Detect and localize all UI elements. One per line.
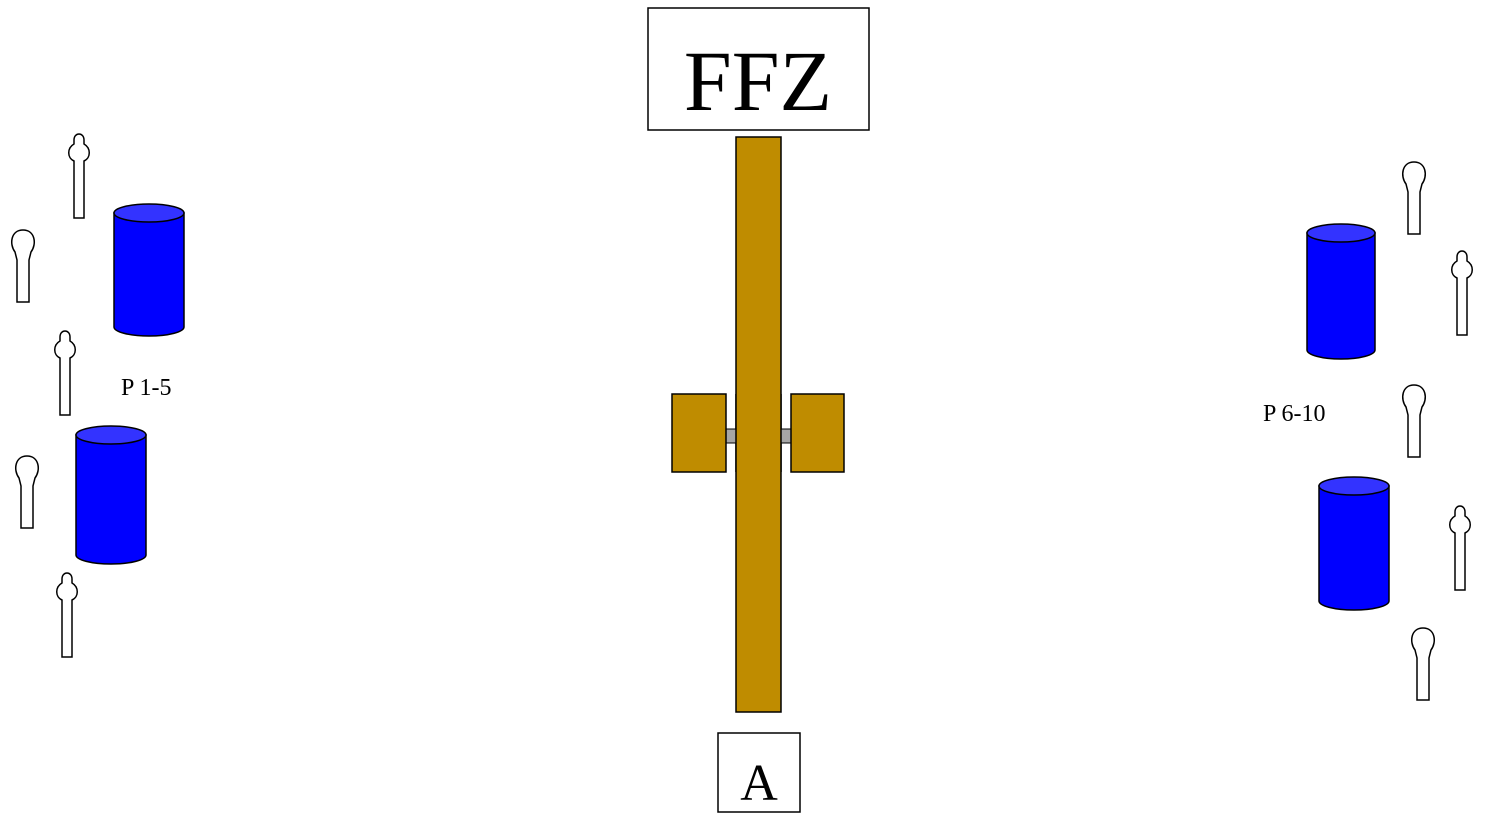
right-block	[790, 393, 845, 473]
ffz-label: FFZ	[684, 33, 832, 129]
person-icon-right-5	[1410, 627, 1436, 701]
group-label-left: P 1-5	[121, 375, 171, 401]
a-box: A	[717, 732, 801, 813]
person-icon-right-2	[1451, 250, 1473, 336]
a-label: A	[740, 755, 778, 812]
person-icon-left-4	[14, 455, 40, 529]
cylinder-icon-right-2	[1318, 476, 1390, 611]
person-icon-left-2	[10, 229, 36, 303]
person-icon-left-3	[54, 330, 76, 416]
cylinder-icon-right-1	[1306, 223, 1376, 360]
person-icon-right-4	[1449, 505, 1471, 591]
cylinder-icon-left-1	[113, 203, 185, 337]
person-icon-right-1	[1401, 161, 1427, 235]
left-block	[671, 393, 727, 473]
group-label-right: P 6-10	[1263, 401, 1325, 427]
ffz-box: FFZ	[647, 7, 870, 131]
person-icon-right-3	[1401, 384, 1427, 458]
cylinder-icon-left-2	[75, 425, 147, 565]
person-icon-left-1	[68, 133, 90, 219]
person-icon-left-5	[56, 572, 78, 658]
